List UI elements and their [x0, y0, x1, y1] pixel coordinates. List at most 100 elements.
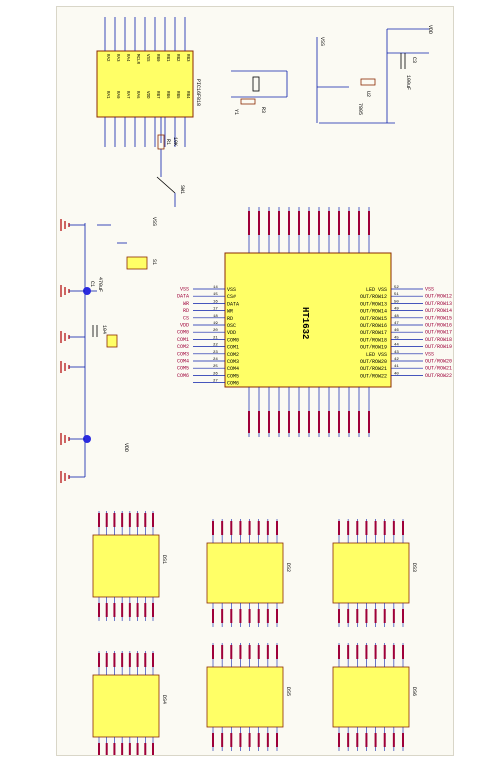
ht1632-pin-number: 17: [213, 308, 218, 312]
led-array-net-tag: [266, 645, 269, 659]
osc-resistor[interactable]: [240, 98, 256, 105]
ht1632-top-net-tag: [298, 211, 300, 235]
led-array-net-tag: [144, 603, 147, 617]
reset-switch[interactable]: [156, 176, 176, 194]
ht1632-top-pins: [248, 207, 370, 253]
mcu-pin-label: RA7: [125, 91, 129, 99]
led-array-net-tag: [257, 609, 260, 623]
ht1632-bottom-net-tag: [268, 411, 270, 433]
led-array-net-tag: [121, 603, 124, 617]
led-array-net-tag: [230, 609, 233, 623]
led-array-net-tag: [356, 609, 359, 623]
power-switch[interactable]: [126, 256, 148, 270]
ht1632-pin-name: OUT/ROW12: [360, 294, 387, 300]
ht1632-top-net-tag: [328, 211, 330, 235]
ht1632-chip[interactable]: HT1632 VSS14CS#15DATA16WR17RD18OSC19VDD2…: [177, 207, 452, 437]
ht1632-bottom-net-tag: [288, 411, 290, 433]
osc-crystal-ref: Y1: [233, 109, 239, 115]
led-array[interactable]: DS3: [332, 519, 417, 627]
led-array-net-tag: [392, 609, 395, 623]
ht1632-bottom-net-tag: [258, 411, 260, 433]
ht1632-pin-name: OUT/ROW15: [360, 316, 387, 322]
ht1632-pin-name: OSC: [227, 323, 236, 329]
led-array[interactable]: DS1: [92, 511, 167, 621]
ht1632-pin-number: 40: [394, 372, 399, 376]
ht1632-right-net: OUT/ROW12: [425, 294, 452, 300]
led-array-ref: DS2: [285, 563, 291, 572]
ht1632-left-net: COM1: [177, 337, 189, 343]
led-array-net-tag: [230, 733, 233, 747]
ht1632-pin-name: COM4: [227, 366, 239, 372]
ht1632-right-net: OUT/ROW21: [425, 366, 452, 372]
led-array-net-tag: [144, 653, 147, 667]
crystal[interactable]: [252, 76, 260, 92]
led-array-net-tag: [113, 743, 116, 757]
ht1632-pin-number: 51: [394, 293, 399, 297]
ht1632-left-net: RD: [183, 308, 189, 314]
led-array[interactable]: DS5: [206, 643, 291, 751]
led-array-net-tag: [98, 513, 100, 527]
ht1632-pin-name: COM3: [227, 359, 239, 365]
ht1632-bottom-net-tag: [328, 411, 330, 433]
led-array-net-tag: [347, 733, 350, 747]
ht1632-top-net-tag: [258, 211, 260, 235]
led-array-net-tag: [347, 645, 350, 659]
ht1632-pin-number: 46: [394, 329, 399, 333]
led-array-net-tag: [152, 513, 154, 527]
led-array-net-tag: [338, 733, 340, 747]
led-array-net-tag: [248, 521, 251, 535]
led-array-net-tag: [212, 609, 214, 623]
cap-c2-value: 104: [101, 325, 107, 334]
ht1632-pin-number: 26: [213, 372, 218, 376]
ht1632-bottom-net-tag: [368, 411, 370, 433]
vss-label-top: VSS: [319, 37, 325, 46]
power-switch-ref: S1: [151, 259, 157, 265]
led-array-ref: DS3: [411, 563, 417, 572]
regulator[interactable]: [360, 78, 376, 86]
ht1632-top-net-tag: [318, 211, 320, 235]
led-array-net-tag: [212, 521, 214, 535]
left-power-column: C1 470uF 104 VDD S1: [83, 223, 157, 477]
led-array-net-tag: [221, 521, 224, 535]
mcu-pin-label: RB0: [155, 54, 159, 62]
led-array-net-tag: [365, 645, 368, 659]
ht1632-bottom-net-tag: [248, 411, 250, 433]
led-array-net-tag: [105, 653, 108, 667]
led-array[interactable]: DS4: [92, 651, 167, 760]
ht1632-pin-number: 50: [394, 300, 399, 304]
cap-power-bulk[interactable]: [83, 435, 91, 443]
ht1632-pin-number: 24: [213, 358, 218, 362]
ht1632-left-net: CS: [183, 315, 189, 321]
vdd-label-top: VDD: [427, 25, 433, 34]
led-array-net-tag: [402, 645, 404, 659]
led-array-net-tag: [266, 609, 269, 623]
ht1632-pin-number: 42: [394, 358, 399, 362]
ht1632-pin-number: 49: [394, 308, 399, 312]
led-array-net-tag: [136, 513, 139, 527]
ht1632-right-net: VSS: [425, 287, 434, 293]
led-array-net-tag: [212, 645, 214, 659]
led-array-net-tag: [239, 609, 242, 623]
ht1632-pin-number: 27: [213, 380, 218, 384]
led-array[interactable]: DS2: [206, 519, 291, 627]
led-array-net-tag: [239, 521, 242, 535]
cap-c1[interactable]: [83, 287, 91, 295]
ht1632-right-net: OUT/ROW22: [425, 373, 452, 379]
led-array-net-tag: [113, 603, 116, 617]
led-array-net-tag: [383, 609, 386, 623]
led-array-net-tag: [347, 609, 350, 623]
mcu-pin-label: RA0: [115, 91, 119, 99]
led-array-net-tag: [128, 743, 131, 757]
ht1632-pin-name: OUT/ROW22: [360, 373, 387, 379]
led-array-net-tag: [230, 521, 233, 535]
led-array-net-tag: [128, 653, 131, 667]
mcu-pin-label: RA1: [105, 91, 109, 99]
ht1632-bottom-net-tag: [338, 411, 340, 433]
led-array-ref: DS6: [411, 687, 417, 696]
power-connector[interactable]: [106, 334, 118, 348]
led-array[interactable]: DS6: [332, 643, 417, 751]
led-array-net-tag: [383, 645, 386, 659]
led-array-net-tag: [276, 609, 278, 623]
